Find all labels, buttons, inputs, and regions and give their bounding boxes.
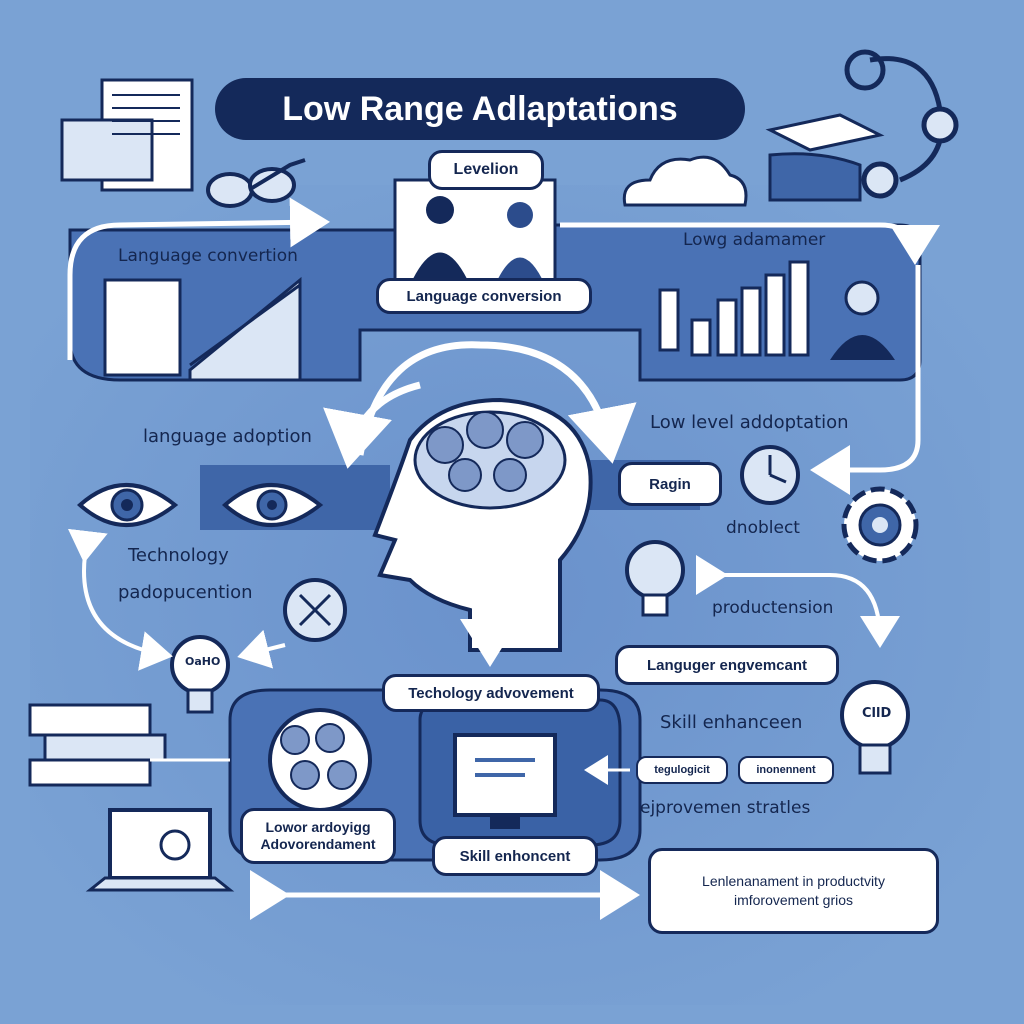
label-language-conversion: Language conversion xyxy=(376,278,592,314)
right-side-arrow xyxy=(810,265,921,495)
label-dnoblect: dnoblect xyxy=(726,518,800,538)
tag-tegulogicit: tegulogicit xyxy=(636,756,728,784)
bulb-label-right: CllD xyxy=(862,706,892,721)
laptop-icon xyxy=(85,808,235,892)
document-icon xyxy=(60,78,194,192)
left-loop-arrow xyxy=(67,528,173,671)
brain-head-icon xyxy=(372,397,593,652)
label-low-level-adoptation: Low level addoptation xyxy=(650,412,849,433)
graduation-cap-icon xyxy=(765,113,885,202)
lightbulb-icon-3 xyxy=(840,680,910,775)
bulb-label-left: OaHO xyxy=(185,655,221,668)
label-productension: productension xyxy=(712,598,834,618)
target-icon xyxy=(283,578,347,642)
label-languger-engvemcant: Languger engvemcant xyxy=(615,645,839,685)
label-ejprovemen: ejprovemen stratles xyxy=(640,798,811,818)
label-language-adoption: language adoption xyxy=(143,426,312,447)
adovorendament-line: Adovorendament xyxy=(260,836,376,852)
eye-icon-2 xyxy=(221,483,324,527)
label-productivity: Lenlenanament in productvity imforovemen… xyxy=(648,848,939,934)
label-levelion: Levelion xyxy=(428,150,544,190)
short-arrow xyxy=(237,629,286,669)
label-skill-enhoncent: Skill enhoncent xyxy=(432,836,598,876)
monitor-icon xyxy=(453,733,557,829)
cluster-icon xyxy=(268,708,372,812)
productivity-line-2: imforovement grios xyxy=(733,892,854,908)
label-lowor-ardoyigg: Lowor ardoyigg Adovorendament xyxy=(240,808,396,864)
label-techology-advovement: Techology advovement xyxy=(382,674,600,712)
label-long-adamamer: Lowg adamamer xyxy=(683,230,826,250)
clock-icon xyxy=(740,445,800,505)
label-padopucention: padopucention xyxy=(118,582,253,603)
productivity-line-1: Lenlenanament in productvity xyxy=(702,873,885,890)
label-language-convertion: Language convertion xyxy=(118,246,298,266)
eye-icon xyxy=(76,483,179,527)
lowor-line: Lowor ardoyigg xyxy=(265,819,371,836)
presenter-icon xyxy=(830,280,895,360)
arc-arrow-left xyxy=(323,381,421,469)
label-technology: Technology xyxy=(128,545,229,566)
top-right-arrow xyxy=(560,222,940,265)
label-ragin: Ragin xyxy=(618,462,722,506)
label-skill-enhanceen: Skill enhanceen xyxy=(660,712,803,733)
page-title: Low Range Adlaptations xyxy=(215,78,745,140)
right-loop-arrow xyxy=(696,555,900,648)
bar-chart-icon xyxy=(658,260,810,357)
chart-document-icon xyxy=(103,276,302,382)
gear-icon xyxy=(841,486,919,564)
glasses-icon xyxy=(206,158,306,208)
cloud-icon xyxy=(622,155,748,207)
arc-arrow xyxy=(356,341,637,464)
top-left-arrow xyxy=(67,197,330,360)
stethoscope-icon xyxy=(844,49,959,199)
books-icon xyxy=(28,703,167,787)
lightbulb-icon-2 xyxy=(625,540,685,617)
tag-inonennent: inonennent xyxy=(738,756,834,784)
people-icon xyxy=(393,178,557,287)
